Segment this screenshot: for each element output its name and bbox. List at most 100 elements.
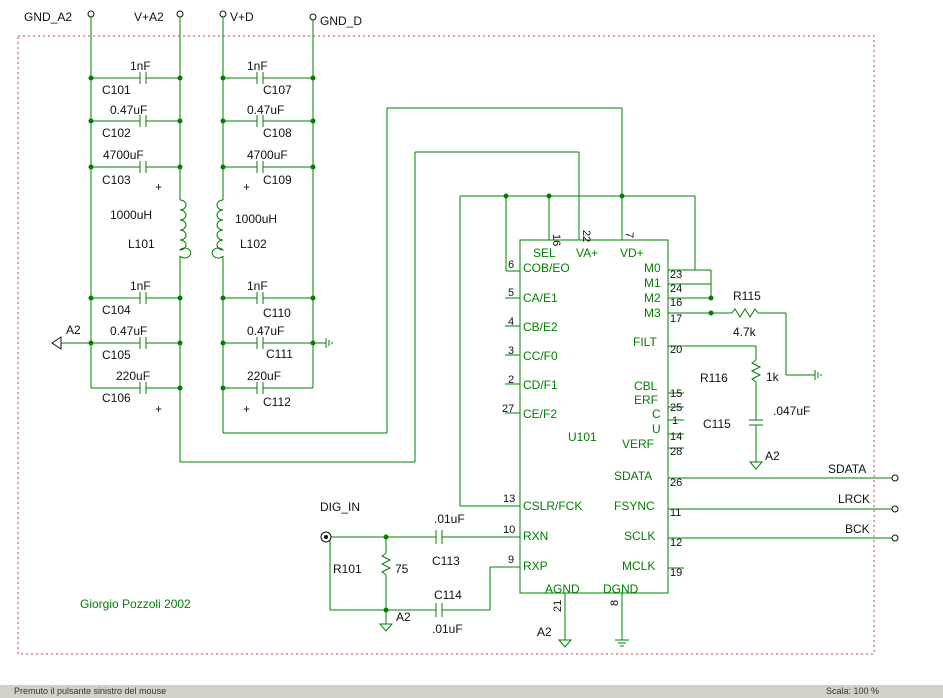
a2-ground-filter <box>748 461 764 470</box>
c106-plus: + <box>155 402 162 416</box>
zoom-status: Scala: 100 % <box>826 686 880 696</box>
l102-ref: L102 <box>240 237 267 251</box>
c114-ref: C114 <box>434 588 462 602</box>
ic-pin-num-agnd: 21 <box>552 600 564 612</box>
ic-left-pin-num: 2 <box>508 374 514 386</box>
rail-label-vd: V+D <box>230 10 254 24</box>
ic-pin-name-dgnd: DGND <box>603 582 639 596</box>
ic-left-pin-num: 5 <box>508 287 514 299</box>
ic-left-pins: 6 COB/EO 5 CA/E1 4 CB/E2 3 CC/F0 2 CD/F1… <box>502 259 582 573</box>
sheet-border <box>17 35 875 655</box>
c111-ref: C111 <box>266 347 293 361</box>
c111-value: 0.47uF <box>247 324 284 338</box>
c101-value: 1nF <box>130 59 151 73</box>
r115-value: 4.7k <box>733 325 757 339</box>
l102-value: 1000uH <box>235 212 277 226</box>
a2-label-filter: A2 <box>765 449 780 463</box>
ic-right-pin-num: 19 <box>670 567 682 579</box>
c109-value: 4700uF <box>247 148 288 162</box>
c105-ref: C105 <box>102 348 131 362</box>
c107-value: 1nF <box>247 59 268 73</box>
c109-ref: C109 <box>263 173 292 187</box>
ic-right-pin-num: 12 <box>670 537 682 549</box>
ic-right-pin-num: 17 <box>670 313 682 325</box>
c108-ref: C108 <box>263 126 292 140</box>
ic-right-pin-num: 23 <box>670 269 682 281</box>
c112-value: 220uF <box>247 369 281 383</box>
c108-value: 0.47uF <box>247 103 284 117</box>
c109-plus: + <box>243 180 250 194</box>
c102-ref: C102 <box>102 126 131 140</box>
ic-left-pin-num: 9 <box>508 554 514 566</box>
ic-right-pin-name: FILT <box>633 335 657 349</box>
c110-value: 1nF <box>247 279 268 293</box>
ic-right-pin-name: SDATA <box>614 469 652 483</box>
rail-label-va2: V+A2 <box>134 10 164 24</box>
c102-value: 0.47uF <box>110 103 147 117</box>
a2-label-input: A2 <box>396 610 411 624</box>
c106-value: 220uF <box>116 369 150 383</box>
ic-pin-name-agnd: AGND <box>545 582 580 596</box>
ic-left-pin-name: CC/F0 <box>523 349 558 363</box>
ic-left-pin-name: RXN <box>523 529 548 543</box>
ic-right-pin-num: 24 <box>670 283 682 295</box>
ic-ref: U101 <box>568 430 597 444</box>
ic-right-pin-name: M2 <box>644 291 661 305</box>
c104-ref: C104 <box>102 303 131 317</box>
ic-left-pin-num: 6 <box>508 259 514 271</box>
ic-right-pin-num: 15 <box>670 388 682 400</box>
c105-value: 0.47uF <box>110 324 147 338</box>
c106-ref: C106 <box>102 391 131 405</box>
ic-right-pin-num: 20 <box>670 344 682 356</box>
author-credit: Giorgio Pozzoli 2002 <box>80 597 191 611</box>
ic-left-pin-name: RXP <box>523 559 548 573</box>
l101-value: 1000uH <box>110 208 152 222</box>
ic-right-pin-name: M1 <box>644 276 661 290</box>
a2-ground-input <box>378 623 394 632</box>
output-label-lrck: LRCK <box>838 492 870 506</box>
ic-pin-num-vaplus: 22 <box>580 230 592 242</box>
ic-left-pin-name: CD/F1 <box>523 378 558 392</box>
ic-left-pin-num: 3 <box>508 345 514 357</box>
c104-value: 1nF <box>130 279 151 293</box>
ic-right-pins: M0 23 M1 24 M2 16 M3 17 FILT 20 CBL 15 E… <box>614 261 682 579</box>
ic-pin-num-dgnd: 8 <box>609 600 621 606</box>
r115-ref: R115 <box>733 289 761 303</box>
terminal-gnd-a2 <box>87 10 95 18</box>
c113-ref: C113 <box>432 554 460 568</box>
l101-ref: L101 <box>128 237 155 251</box>
ic-right-pin-name: ERF <box>634 393 658 407</box>
ic-pin-num-sel: 16 <box>550 234 562 246</box>
ic-left-pin-name: CB/E2 <box>523 320 558 334</box>
ic-right-pin-num: 26 <box>670 477 682 489</box>
ic-right-pin-name: SCLK <box>624 529 655 543</box>
ic-left-pin-num: 10 <box>503 524 515 536</box>
ic-right-pin-num: 14 <box>670 431 682 443</box>
c114-value: .01uF <box>432 622 463 636</box>
ic-right-pin-num: 1 <box>672 415 678 427</box>
dig-in-label: DIG_IN <box>320 500 360 514</box>
ic-right-pin-name: VERF <box>622 437 654 451</box>
r101-value: 75 <box>395 562 409 576</box>
c101-ref: C101 <box>102 83 131 97</box>
ic-pin-name-sel: SEL <box>533 246 556 260</box>
ic-right-pin-name: CBL <box>634 379 658 393</box>
a2-label-ic: A2 <box>537 625 552 639</box>
a2-ground-ic <box>557 639 573 648</box>
c115-value: .047uF <box>773 404 810 418</box>
terminal-vd <box>219 10 227 18</box>
a2-arrow-symbol <box>51 336 62 350</box>
ic-left-pin-num: 27 <box>502 403 514 415</box>
status-text: Premuto il pulsante sinistro del mouse <box>14 686 167 696</box>
ic-right-pin-name: U <box>652 422 661 436</box>
c112-plus: + <box>243 402 250 416</box>
c107-ref: C107 <box>263 83 292 97</box>
terminal-bck <box>891 534 899 542</box>
c112-ref: C112 <box>263 395 291 409</box>
ic-left-pin-num: 13 <box>503 493 515 505</box>
output-label-sdata: SDATA <box>828 462 866 476</box>
c103-plus: + <box>155 180 162 194</box>
r116-ref: R116 <box>700 371 728 385</box>
status-bar: Premuto il pulsante sinistro del mouse S… <box>0 684 943 698</box>
dig-in-connector-center <box>324 535 328 539</box>
